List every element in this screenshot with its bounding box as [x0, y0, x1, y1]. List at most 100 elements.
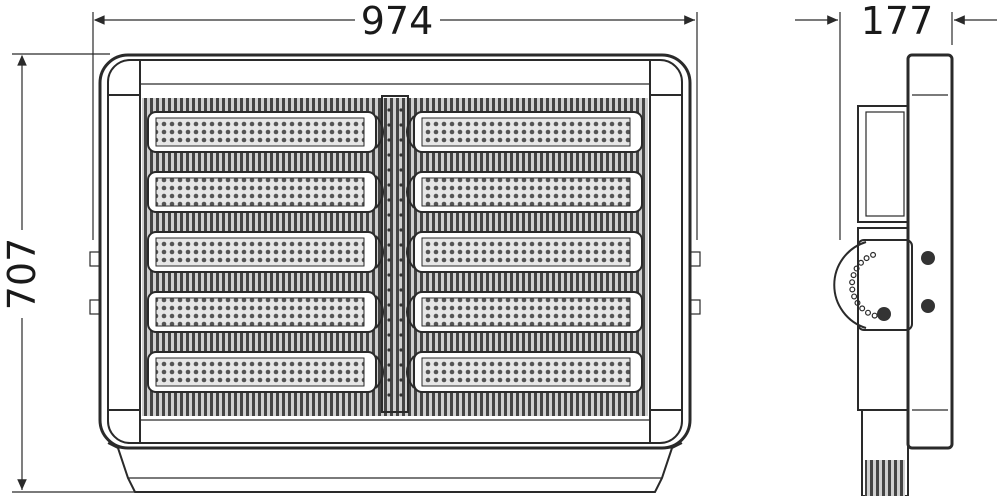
spine-dot — [399, 288, 403, 292]
spine-dot — [399, 333, 403, 337]
spine-dot — [387, 228, 391, 232]
led-array — [155, 177, 365, 207]
side-tab-left-lower — [89, 299, 101, 315]
led-array — [421, 117, 631, 147]
side-foot-fins — [865, 460, 905, 496]
module-end-cap — [375, 235, 384, 269]
width-dimension-label: 974 — [361, 0, 434, 43]
tilt-arc — [833, 241, 867, 329]
spine-dot — [399, 303, 403, 307]
led-array — [421, 357, 631, 387]
spine-dot — [387, 333, 391, 337]
spine-dot — [387, 138, 391, 142]
led-module — [406, 111, 643, 153]
spine-dot — [387, 168, 391, 172]
spine-dot — [399, 243, 403, 247]
module-end-cap — [406, 175, 415, 209]
tilt-scale-holes — [849, 251, 878, 319]
housing-inner-edge — [107, 59, 683, 444]
module-end-cap — [406, 295, 415, 329]
led-array — [155, 357, 365, 387]
spine-dot — [387, 393, 391, 397]
led-modules — [147, 111, 643, 393]
side-foot — [861, 409, 909, 496]
led-array — [421, 177, 631, 207]
spine-dot — [387, 213, 391, 217]
spine-dot — [399, 273, 403, 277]
spine-dot — [387, 273, 391, 277]
spine-dot — [387, 378, 391, 382]
front-view — [89, 53, 701, 493]
spine-dot — [387, 243, 391, 247]
module-end-cap — [406, 235, 415, 269]
spine-dot — [387, 153, 391, 157]
module-end-cap — [375, 295, 384, 329]
spine-dot — [387, 123, 391, 127]
spine-dot — [399, 138, 403, 142]
right-frame — [649, 94, 682, 411]
led-module — [147, 171, 384, 213]
spine-dot — [387, 288, 391, 292]
spine-dot — [399, 108, 403, 112]
pivot-bolt-upper — [921, 251, 935, 265]
led-array — [155, 237, 365, 267]
spine-dot — [387, 303, 391, 307]
spine-dot — [387, 363, 391, 367]
spine-dot — [399, 348, 403, 352]
left-frame — [108, 94, 141, 411]
led-array — [421, 237, 631, 267]
tilt-hole — [853, 265, 860, 272]
dimension-depth: 177 — [795, 0, 997, 240]
spine-dot — [399, 153, 403, 157]
bracket-arm — [857, 239, 913, 331]
module-end-cap — [375, 355, 384, 389]
side-tab-right-lower — [689, 299, 701, 315]
led-array — [155, 297, 365, 327]
module-end-cap — [375, 175, 384, 209]
led-module — [406, 291, 643, 333]
tilt-hole — [857, 259, 864, 266]
side-tab-left-upper — [89, 251, 101, 267]
spine-dot — [399, 318, 403, 322]
tilt-hole — [849, 286, 856, 293]
module-end-cap — [406, 355, 415, 389]
spine-dot — [399, 228, 403, 232]
mounting-bracket — [107, 442, 683, 493]
led-module — [406, 171, 643, 213]
spine-dot — [399, 183, 403, 187]
spine-dot — [399, 363, 403, 367]
spine-dot — [399, 213, 403, 217]
dimension-width: 974 — [92, 0, 698, 240]
spine-dots — [387, 108, 403, 397]
tilt-hole — [854, 299, 861, 306]
tilt-hole — [859, 305, 866, 312]
led-array — [155, 117, 365, 147]
spine-dot — [399, 168, 403, 172]
led-module — [406, 231, 643, 273]
pivot-bolt-lower — [921, 299, 935, 313]
depth-dimension-label: 177 — [861, 0, 934, 43]
led-module — [147, 291, 384, 333]
spine-dot — [399, 123, 403, 127]
tilt-hole — [850, 272, 857, 279]
spine-dot — [399, 258, 403, 262]
driver-box-upper — [857, 105, 909, 223]
tilt-hole — [849, 279, 856, 286]
tilt-hole — [851, 293, 858, 300]
spine-dot — [387, 348, 391, 352]
tilt-hole — [863, 255, 870, 262]
spine-dot — [387, 183, 391, 187]
tilt-hole — [864, 309, 871, 316]
spine-dot — [387, 258, 391, 262]
module-end-cap — [375, 115, 384, 149]
driver-box-upper-inner — [865, 111, 905, 217]
led-module — [147, 351, 384, 393]
module-end-cap — [406, 115, 415, 149]
lock-bolt — [877, 307, 891, 321]
spine-dot — [387, 318, 391, 322]
led-module — [147, 111, 384, 153]
led-module — [406, 351, 643, 393]
side-tab-right-upper — [689, 251, 701, 267]
dimension-height: 707 — [0, 53, 135, 493]
